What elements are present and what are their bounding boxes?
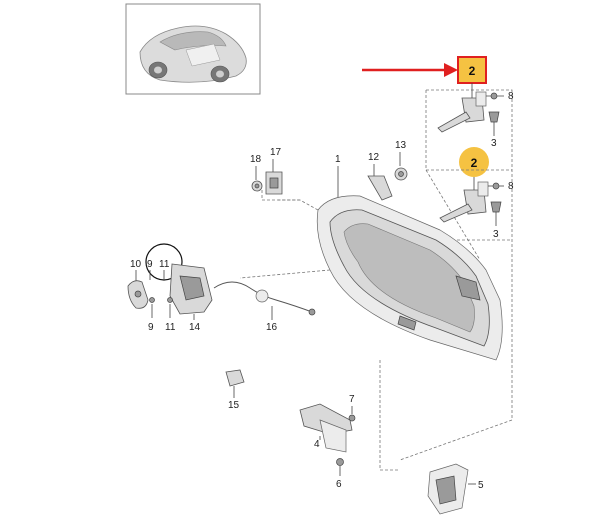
pointer-arrow: [362, 63, 458, 77]
callout-14: 14: [189, 322, 201, 333]
check-strap-bracket-12[interactable]: 12: [367, 152, 393, 201]
callout-9-bot: 9: [148, 322, 154, 333]
callout-6: 6: [336, 479, 342, 490]
door-check-strap-4[interactable]: 4: [299, 403, 353, 453]
callout-4: 4: [314, 439, 320, 450]
callout-3-mid: 3: [493, 229, 499, 240]
bolt-13[interactable]: 13: [394, 140, 408, 181]
callout-2-top: 2: [469, 64, 476, 78]
callout-11-bot: 11: [165, 322, 176, 333]
callout-1: 1: [335, 154, 341, 165]
assembly-guides-right: [379, 89, 513, 471]
lower-hinge-mid[interactable]: 8 3: [439, 177, 514, 240]
callout-13: 13: [395, 140, 407, 151]
car-image: [139, 25, 247, 83]
callout-12: 12: [368, 152, 380, 163]
trim-panel-5[interactable]: 5: [427, 463, 484, 515]
callout-3-top: 3: [491, 138, 497, 149]
car-thumbnail: [125, 3, 261, 95]
bolt-6[interactable]: 6: [336, 458, 344, 491]
callout-2-mid: 2: [471, 156, 478, 170]
callout-8-mid: 8: [508, 181, 514, 192]
cover-cap-15[interactable]: 15: [225, 369, 245, 411]
highlight-circle-part-2[interactable]: 2: [459, 147, 489, 177]
bumper-18[interactable]: 18: [250, 154, 263, 192]
latch-bracket-17[interactable]: 17: [265, 147, 283, 195]
callout-16: 16: [266, 322, 278, 333]
upper-hinge-top[interactable]: 8 3: [437, 83, 514, 149]
guide-17-18: [261, 190, 300, 201]
screw-7[interactable]: 7: [348, 394, 356, 422]
callout-17: 17: [270, 147, 282, 158]
lock-assembly[interactable]: 10 9 11 9 11 14: [127, 243, 213, 333]
callout-10: 10: [130, 259, 142, 270]
callout-18: 18: [250, 154, 262, 165]
callout-9-top: 9: [147, 259, 153, 270]
highlight-box-part-2[interactable]: 2: [457, 56, 487, 84]
callout-11-top: 11: [159, 259, 170, 270]
door-shell[interactable]: 1: [239, 154, 503, 361]
callout-8-top: 8: [508, 91, 514, 102]
callout-5: 5: [478, 480, 484, 491]
callout-7: 7: [349, 394, 355, 405]
callout-15: 15: [228, 400, 240, 411]
release-cable-16[interactable]: 16: [213, 281, 316, 333]
